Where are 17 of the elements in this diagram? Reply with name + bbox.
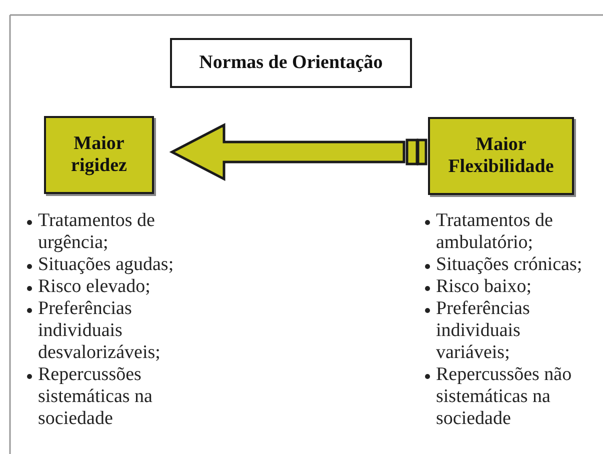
heading-box bbox=[170, 38, 412, 88]
list-item-text: Tratamentos de ambulatório; bbox=[436, 210, 553, 253]
list-item-text: Repercussões não sistemáticas na sociedade bbox=[436, 364, 572, 429]
list-item-text: Tratamentos de urgência; bbox=[38, 210, 155, 253]
heading-text: Normas de Orientação bbox=[199, 52, 383, 74]
category-box bbox=[428, 117, 574, 195]
list-item-text: Risco elevado; bbox=[38, 276, 150, 297]
list-item-text: Situações crónicas; bbox=[436, 254, 582, 275]
list-item-text: Preferências individuais variáveis; bbox=[436, 298, 530, 363]
category-label: Maior Flexibilidade bbox=[447, 134, 555, 178]
list-item-text: Risco baixo; bbox=[436, 276, 532, 297]
block-arrow bbox=[169, 122, 428, 182]
category-box bbox=[44, 116, 154, 194]
list-item-text: Repercussões sistemáticas na sociedade bbox=[38, 364, 152, 429]
list-item-text: Situações agudas; bbox=[38, 254, 174, 275]
category-label: Maior rigidez bbox=[70, 133, 128, 177]
list-item-text: Preferências individuais desvalorizáveis; bbox=[38, 298, 160, 363]
